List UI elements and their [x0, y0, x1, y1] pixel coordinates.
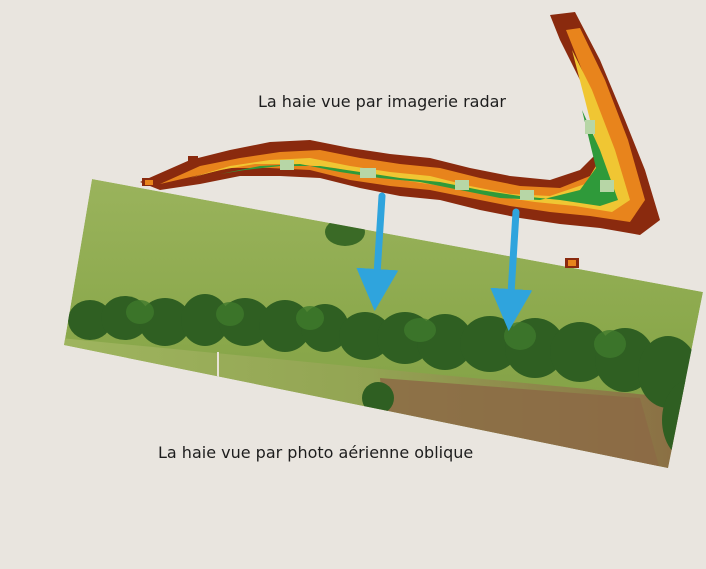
connector-arrows: [356, 192, 533, 331]
arrow-left: [356, 192, 399, 311]
arrow-right: [490, 208, 533, 331]
radar-image: [140, 12, 660, 268]
photo-caption: La haie vue par photo aérienne oblique: [158, 443, 474, 462]
field-tree: [325, 218, 365, 246]
radar-caption: La haie vue par imagerie radar: [258, 92, 506, 111]
